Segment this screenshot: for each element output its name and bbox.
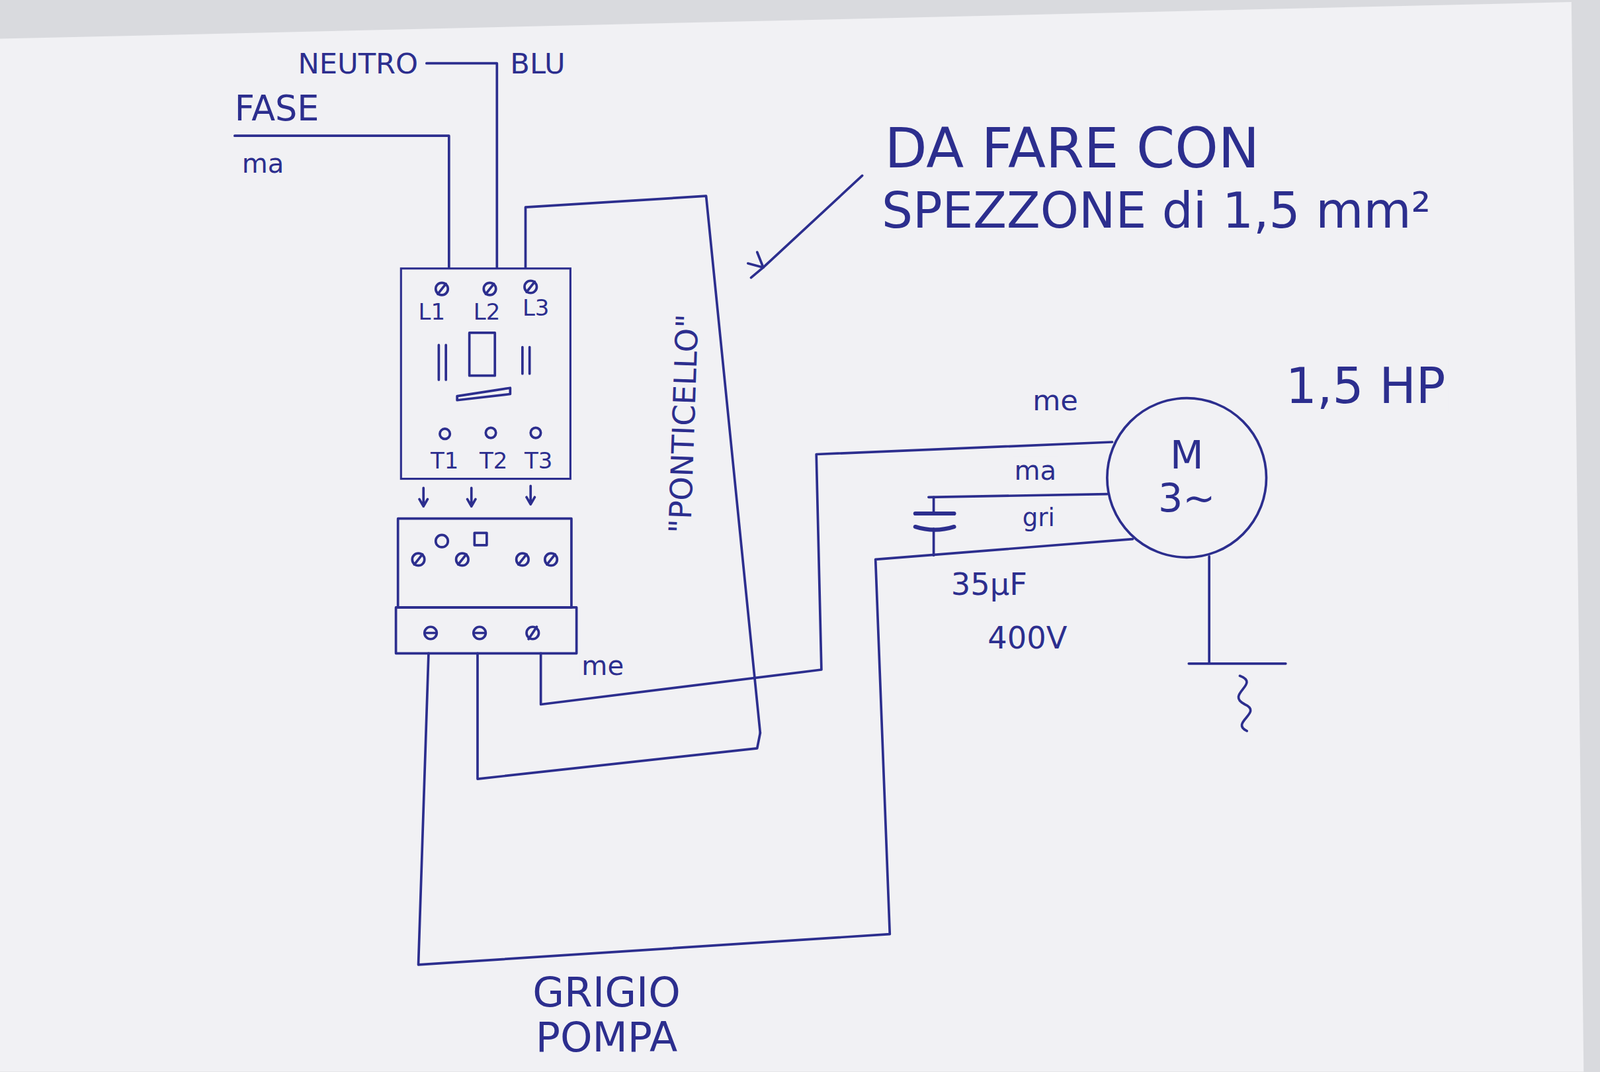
note-text: SPEZZONE di 1,5 mm² xyxy=(879,183,1433,238)
terminal-screw xyxy=(435,282,449,295)
terminal-screw xyxy=(483,282,497,295)
note-text: DA FARE CON xyxy=(882,118,1262,180)
capacitor-plate xyxy=(915,511,955,516)
terminal-label: T1 xyxy=(430,449,459,474)
leader-arrow xyxy=(763,175,863,268)
link-arrow xyxy=(467,487,476,506)
capacitor-voltage: 400V xyxy=(985,620,1069,655)
relay-screw xyxy=(435,534,449,548)
ground-symbol xyxy=(1238,675,1251,731)
terminal-circle xyxy=(439,428,450,439)
wire-name: FASE xyxy=(232,89,322,129)
capacitor-value: 35µF xyxy=(949,567,1030,602)
overload-relay xyxy=(398,518,572,608)
wire-note: GRIGIO POMPA xyxy=(530,969,683,1060)
terminal-label: L1 xyxy=(418,300,446,325)
neutral-wire xyxy=(426,63,497,268)
contact-symbol xyxy=(438,344,446,379)
wire-name: NEUTRO xyxy=(295,48,421,81)
capacitor-plate xyxy=(915,526,955,530)
contactor-box: L1 L2 L3T1 T2 T3 xyxy=(400,267,572,480)
contact-symbol xyxy=(522,347,530,374)
grey-wire xyxy=(418,539,1134,965)
relay-screw xyxy=(424,626,538,639)
contact-bar xyxy=(457,387,510,401)
motor-circle: M3~ xyxy=(1105,396,1269,560)
wire-colour: gri xyxy=(1020,504,1057,532)
coil-symbol xyxy=(469,332,496,376)
terminal-screw xyxy=(485,283,494,294)
terminal-label: L3 xyxy=(522,295,550,321)
terminal-screw xyxy=(524,280,538,294)
black-wire xyxy=(928,494,1108,498)
arrow-head xyxy=(748,252,764,278)
terminal-circle xyxy=(530,427,541,438)
link-arrow xyxy=(419,487,428,506)
terminal-label: L2 xyxy=(473,300,501,325)
terminal-screw xyxy=(526,281,535,292)
jumper-label: "PONTICELLO" xyxy=(662,311,705,536)
motor-text: 3~ xyxy=(1158,477,1216,520)
terminal-label: T3 xyxy=(524,449,553,474)
link-arrow xyxy=(526,485,535,505)
wire-colour: ma xyxy=(240,148,287,178)
wire-colour: me xyxy=(1030,385,1081,418)
brown-wire xyxy=(541,441,1113,704)
motor-power: 1,5 HP xyxy=(1283,359,1448,413)
ground-symbol xyxy=(1188,556,1286,664)
relay-terminal-block xyxy=(396,607,577,653)
wire-colour: ma xyxy=(1011,456,1059,486)
relay-button xyxy=(474,532,487,546)
phase-wire xyxy=(234,135,450,268)
terminal-circle xyxy=(485,427,496,438)
relay-screw xyxy=(414,554,555,565)
motor-outline xyxy=(1107,398,1267,558)
motor-text: M xyxy=(1170,435,1204,478)
capacitor-lead xyxy=(932,496,936,555)
terminal-label: T2 xyxy=(479,449,508,474)
terminal-screw xyxy=(437,283,446,294)
wire-colour: me xyxy=(579,650,626,680)
wire-colour: BLU xyxy=(507,48,567,81)
